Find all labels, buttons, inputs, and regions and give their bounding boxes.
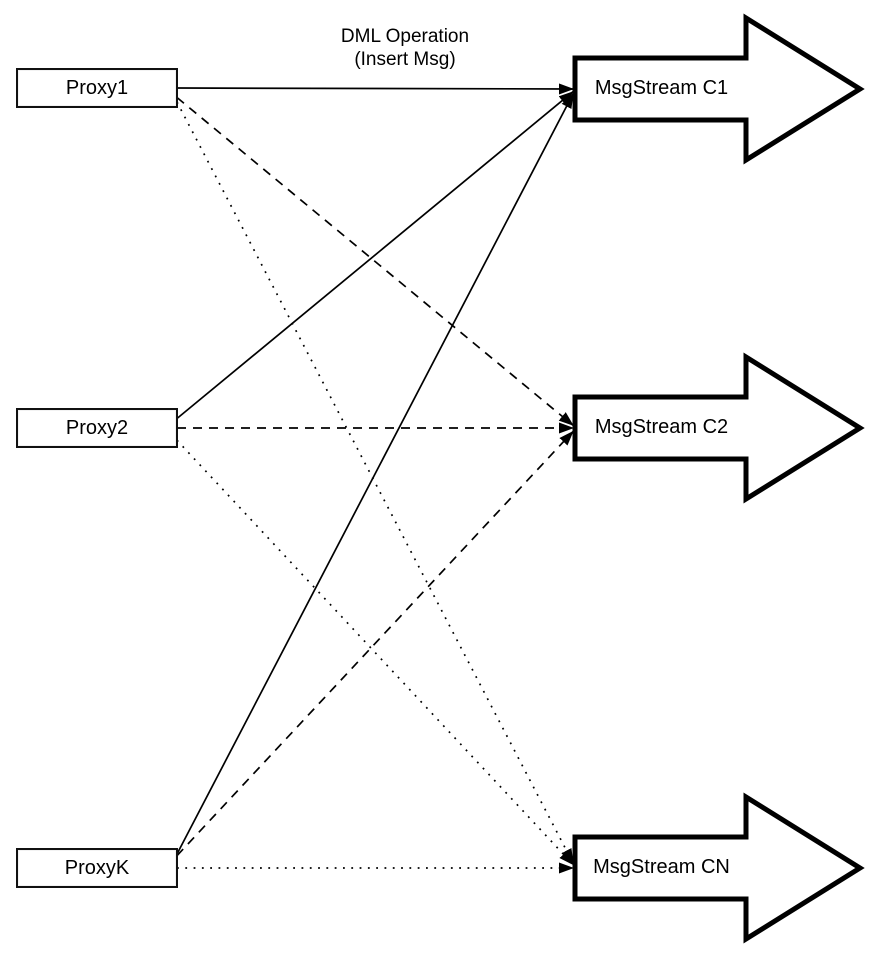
edge-proxy1-c2-dashed [176, 96, 574, 426]
edge-proxy2-c1-solid [176, 91, 574, 420]
proxy1-box: Proxy1 [16, 68, 178, 108]
msgstream-cn-label: MsgStream CN [593, 856, 730, 878]
diagram-title-line1: DML Operation [340, 26, 470, 47]
msgstream-c1-label: MsgStream C1 [594, 77, 729, 99]
msgstream-c2-label: MsgStream C2 [594, 416, 729, 438]
diagram-title: DML Operation (Insert Msg) [255, 25, 555, 71]
proxy2-box: Proxy2 [16, 408, 178, 448]
proxyk-box: ProxyK [16, 848, 178, 888]
msgstream-c1-arrow-shape [572, 13, 865, 165]
msgstream-cn-arrow-shape [572, 792, 865, 944]
edge-proxy2-cn-dotted [176, 439, 574, 866]
diagram-title-line2: (Insert Msg) [354, 49, 456, 70]
proxy2-label: Proxy2 [65, 416, 129, 439]
proxy1-label: Proxy1 [65, 76, 129, 99]
proxyk-label: ProxyK [64, 856, 130, 879]
edges-layer [176, 83, 574, 874]
edge-proxyk-c2-dashed [176, 430, 574, 857]
edge-proxy1-c1-solid [176, 83, 574, 95]
edge-proxyk-c1-solid [176, 93, 574, 855]
msgstream-c2-arrow-shape [572, 352, 865, 504]
edge-proxy1-cn-dotted [176, 101, 574, 864]
